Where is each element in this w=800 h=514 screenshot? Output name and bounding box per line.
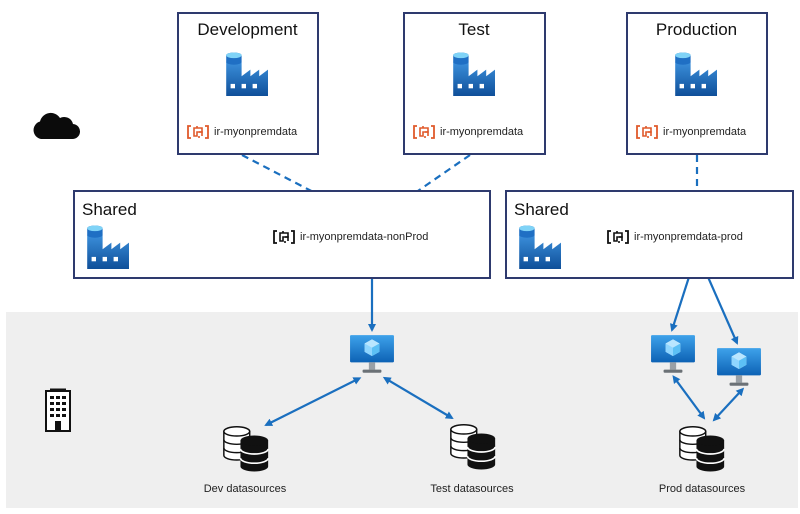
integration-runtime-shared: ir-myonpremdata-nonProd (272, 229, 428, 245)
data-factory-icon (85, 225, 129, 269)
integration-runtime-link: ir-myonpremdata (186, 124, 297, 140)
vm2-to-prod-db-arrow (712, 387, 745, 422)
runtime-name: ir-myonpremdata-prod (634, 231, 743, 243)
box-title: Development (197, 20, 298, 39)
database-icon (678, 424, 726, 472)
shared-nonprod-box: Shared ir-myonpremdata-nonProd (73, 190, 491, 279)
prod-datasources-label: Prod datasources (658, 483, 746, 495)
box-title: Shared (82, 200, 137, 219)
runtime-name: ir-myonpremdata (440, 126, 524, 138)
development-factory-box: Development ir-myonpremdata (177, 12, 319, 155)
virtual-machine-icon (716, 347, 762, 389)
self-hosted-runtime-icon (272, 229, 296, 245)
self-hosted-runtime-icon (635, 124, 659, 140)
test-factory-box: Test ir-myonpremdata (403, 12, 546, 155)
data-factory-icon (517, 225, 561, 269)
integration-runtime-shared: ir-myonpremdata-prod (606, 229, 743, 245)
integration-runtime-link: ir-myonpremdata (412, 124, 523, 140)
runtime-name: ir-myonpremdata (663, 126, 747, 138)
vm1-to-prod-db-arrow (672, 375, 706, 420)
runtime-name: ir-myonpremdata-nonProd (300, 231, 429, 243)
self-hosted-runtime-icon (186, 124, 210, 140)
runtime-name: ir-myonpremdata (214, 126, 298, 138)
database-icon (222, 424, 270, 472)
self-hosted-runtime-icon (606, 229, 630, 245)
self-hosted-runtime-icon (412, 124, 436, 140)
test-datasources-label: Test datasources (430, 483, 514, 495)
data-factory-icon (673, 52, 717, 96)
production-factory-box: Production ir-myonpremdata (626, 12, 768, 155)
virtual-machine-icon (650, 334, 696, 376)
data-factory-icon (224, 52, 268, 96)
box-title: Shared (514, 200, 569, 219)
virtual-machine-icon (349, 334, 395, 376)
box-title: Test (458, 20, 490, 39)
building-icon (45, 388, 71, 432)
integration-runtime-link: ir-myonpremdata (635, 124, 746, 140)
vm-to-test-db-arrow (382, 376, 454, 420)
data-factory-icon (451, 52, 495, 96)
shared-prod-box: Shared ir-myonpremdata-prod (505, 190, 794, 279)
box-title: Production (655, 20, 738, 39)
database-icon (449, 422, 497, 470)
cloud-icon (33, 112, 81, 140)
vm-to-dev-db-arrow (264, 377, 362, 426)
dev-datasources-label: Dev datasources (203, 483, 287, 495)
